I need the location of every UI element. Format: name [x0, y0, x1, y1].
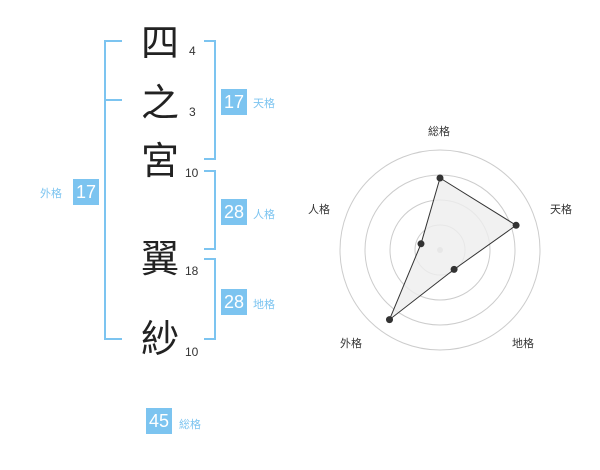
name-char-1: 四 — [140, 21, 179, 65]
stroke-count-3: 10 — [185, 166, 199, 180]
jinkaku-badge: 28 — [221, 199, 247, 225]
radar-axis-label-jinkaku: 人格 — [308, 203, 330, 216]
radar-ring — [339, 149, 541, 351]
chikaku-bracket — [204, 258, 216, 340]
stroke-count-1: 4 — [189, 44, 196, 58]
stroke-count-2: 3 — [189, 105, 196, 119]
chikaku-badge: 28 — [221, 289, 247, 315]
gaikaku-bracket — [104, 40, 122, 340]
radar-point-4 — [386, 316, 393, 324]
radar-point-5 — [417, 240, 425, 248]
jinkaku-bracket — [204, 170, 216, 250]
stroke-count-4: 18 — [185, 264, 199, 278]
soukaku-badge: 45 — [146, 408, 172, 434]
name-char-5: 紗 — [140, 317, 179, 361]
radar-series-polygon — [388, 177, 518, 322]
radar-axis-label-chikaku: 地格 — [512, 337, 534, 350]
gaikaku-label: 外格 — [40, 187, 62, 200]
radar-point-3 — [450, 265, 458, 273]
gaikaku-badge: 17 — [73, 179, 99, 205]
radar-chart — [339, 149, 541, 351]
jinkaku-label: 人格 — [253, 208, 275, 221]
tenkaku-bracket — [204, 40, 216, 160]
name-char-4: 翼 — [140, 237, 179, 281]
tenkaku-badge: 17 — [221, 89, 247, 115]
stroke-count-5: 10 — [185, 345, 199, 359]
radar-axis-label-gaikaku: 外格 — [340, 337, 362, 350]
radar-point-1 — [436, 174, 444, 182]
radar-axis-label-soukaku: 総格 — [428, 125, 450, 138]
radar-point-2 — [512, 221, 520, 229]
soukaku-label: 総格 — [179, 418, 201, 431]
name-char-2: 之 — [140, 81, 179, 125]
name-char-3: 宮 — [140, 139, 179, 183]
tenkaku-label: 天格 — [253, 97, 275, 110]
chikaku-label: 地格 — [253, 298, 275, 311]
radar-axis-label-tenkaku: 天格 — [550, 203, 572, 216]
gaikaku-bracket-tick — [104, 99, 122, 101]
